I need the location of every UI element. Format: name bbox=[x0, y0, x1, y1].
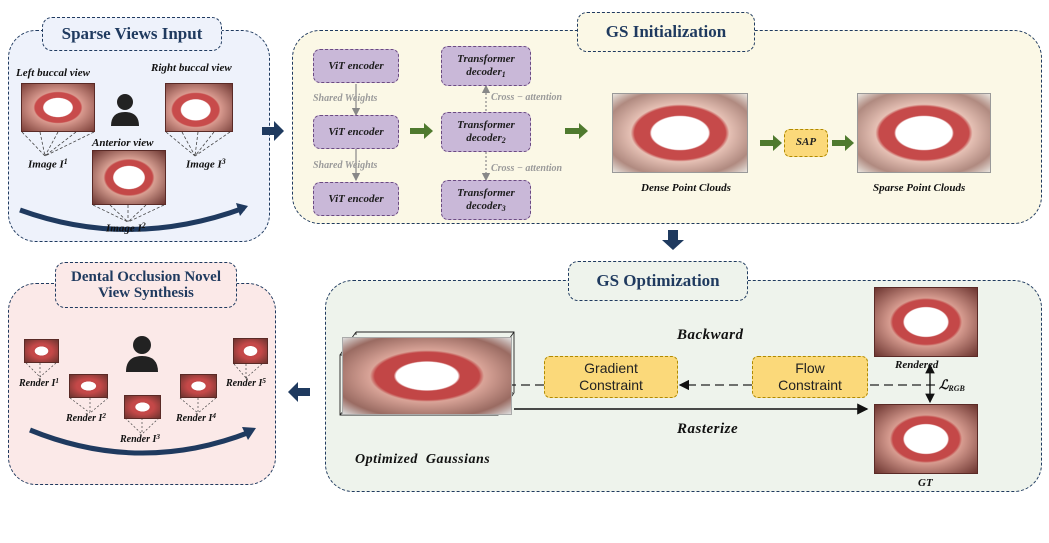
decoder-3-sub: 3 bbox=[501, 203, 506, 213]
render-1-text: Render I bbox=[19, 378, 56, 390]
right-buccal-image bbox=[165, 83, 233, 132]
input-image-leaders bbox=[21, 131, 231, 223]
decoder-2-sub: 2 bbox=[501, 135, 506, 145]
sparse-views-arc bbox=[19, 205, 245, 232]
image-1-sup: 1 bbox=[63, 157, 68, 166]
cross-attention-1: Cross − attention bbox=[491, 92, 563, 103]
loss-symbol: ℒ bbox=[939, 377, 949, 392]
render-5-sup: 5 bbox=[262, 377, 266, 385]
optimized-gaussians-image bbox=[342, 337, 512, 415]
decoder-1-title: Transformer bbox=[457, 53, 515, 66]
transformer-decoder-3: Transformer decoder3 bbox=[441, 180, 531, 220]
flow-constraint-text: Flow Constraint bbox=[778, 360, 842, 393]
render-3-label: Render I3 bbox=[120, 433, 160, 445]
render-image-5 bbox=[233, 338, 268, 364]
gs-opt-title: GS Optimization bbox=[568, 261, 748, 301]
render-1-label: Render I1 bbox=[19, 377, 59, 389]
sparse-point-clouds-label: Sparse Point Clouds bbox=[873, 182, 966, 194]
gs-init-title: GS Initialization bbox=[577, 12, 755, 52]
image-1-text: Image I bbox=[28, 158, 64, 171]
render-5-text: Render I bbox=[226, 378, 263, 390]
image-2-label: Image I2 bbox=[106, 221, 146, 235]
user-icon bbox=[111, 94, 139, 126]
gt-label: GT bbox=[918, 477, 933, 489]
decoder-2-word: decoder bbox=[466, 131, 502, 144]
transformer-decoder-2: Transformer decoder2 bbox=[441, 112, 531, 152]
rendered-label: Rendered bbox=[895, 359, 939, 371]
render-3-text: Render I bbox=[120, 434, 157, 446]
green-arrows bbox=[410, 123, 854, 151]
sparse-views-title: Sparse Views Input bbox=[42, 17, 222, 51]
loss-rgb-label: ℒRGB bbox=[939, 377, 965, 393]
viewer-icon bbox=[126, 336, 158, 372]
decoder-3-title: Transformer bbox=[457, 187, 515, 200]
sparse-views-title-text: Sparse Views Input bbox=[61, 23, 203, 43]
decoder-1-word: decoder bbox=[466, 65, 502, 78]
arrow-opt-to-novel bbox=[288, 382, 310, 402]
render-1-sup: 1 bbox=[55, 377, 59, 385]
decoder-1-sub: 1 bbox=[501, 69, 506, 79]
decoder-3-word: decoder bbox=[466, 199, 502, 212]
decoder-1-name: decoder1 bbox=[466, 66, 505, 79]
novel-view-arc bbox=[29, 427, 251, 456]
sap-module: SAP bbox=[784, 129, 828, 157]
image-3-label: Image I3 bbox=[186, 157, 226, 171]
anterior-image bbox=[92, 150, 166, 205]
transformer-decoder-1: Transformer decoder1 bbox=[441, 46, 531, 86]
decoder-3-name: decoder3 bbox=[466, 200, 505, 213]
gradient-constraint-box: Gradient Constraint bbox=[544, 356, 678, 398]
image-2-text: Image I bbox=[106, 222, 142, 235]
image-2-sup: 2 bbox=[141, 221, 146, 230]
render-4-sup: 4 bbox=[212, 412, 216, 420]
render-3-sup: 3 bbox=[156, 433, 160, 441]
sap-text: SAP bbox=[795, 136, 817, 149]
novel-view-title: Dental Occlusion Novel View Synthesis bbox=[55, 262, 237, 308]
dense-point-clouds-label: Dense Point Clouds bbox=[641, 182, 731, 194]
render-5-label: Render I5 bbox=[226, 377, 266, 389]
optimized-gaussians-label: Optimized Gaussians bbox=[355, 452, 491, 467]
gradient-constraint-text: Gradient Constraint bbox=[579, 360, 643, 393]
rasterize-label: Rasterize bbox=[677, 421, 739, 437]
loss-sub: RGB bbox=[948, 384, 965, 393]
anterior-label: Anterior view bbox=[92, 137, 154, 149]
image-3-text: Image I bbox=[186, 158, 222, 171]
render-image-4 bbox=[180, 374, 217, 398]
vit-encoder-2: ViT encoder bbox=[313, 115, 399, 149]
backward-label: Backward bbox=[677, 327, 744, 343]
rendered-image bbox=[874, 287, 978, 357]
render-2-text: Render I bbox=[66, 413, 103, 425]
image-1-label: Image I1 bbox=[28, 157, 68, 171]
sparse-point-cloud-image bbox=[857, 93, 991, 173]
render-image-1 bbox=[24, 339, 59, 363]
vit-encoder-3: ViT encoder bbox=[313, 182, 399, 216]
arrow-input-to-init bbox=[262, 121, 284, 141]
sparse-views-panel bbox=[8, 30, 270, 242]
dense-point-cloud-image bbox=[612, 93, 748, 173]
gt-image bbox=[874, 404, 978, 474]
right-buccal-label: Right buccal view bbox=[151, 62, 232, 74]
shared-weights-1: Shared Weights bbox=[313, 93, 378, 104]
image-3-sup: 3 bbox=[221, 157, 226, 166]
shared-weights-2: Shared Weights bbox=[313, 160, 378, 171]
decoder-2-title: Transformer bbox=[457, 119, 515, 132]
gs-opt-title-text: GS Optimization bbox=[596, 270, 720, 290]
cross-attention-2: Cross − attention bbox=[491, 163, 563, 174]
gs-init-title-text: GS Initialization bbox=[605, 21, 727, 41]
arrow-init-to-opt bbox=[662, 230, 684, 250]
left-buccal-image bbox=[21, 83, 95, 132]
novel-view-title-text: Dental Occlusion Novel View Synthesis bbox=[71, 268, 221, 302]
render-image-3 bbox=[124, 395, 161, 419]
render-2-sup: 2 bbox=[102, 412, 106, 420]
decoder-2-name: decoder2 bbox=[466, 132, 505, 145]
flow-constraint-box: Flow Constraint bbox=[752, 356, 868, 398]
render-4-text: Render I bbox=[176, 413, 213, 425]
render-2-label: Render I2 bbox=[66, 412, 106, 424]
vit-encoder-1: ViT encoder bbox=[313, 49, 399, 83]
left-buccal-label: Left buccal view bbox=[16, 67, 90, 79]
render-leaders bbox=[25, 362, 263, 435]
render-image-2 bbox=[69, 374, 108, 398]
render-4-label: Render I4 bbox=[176, 412, 216, 424]
